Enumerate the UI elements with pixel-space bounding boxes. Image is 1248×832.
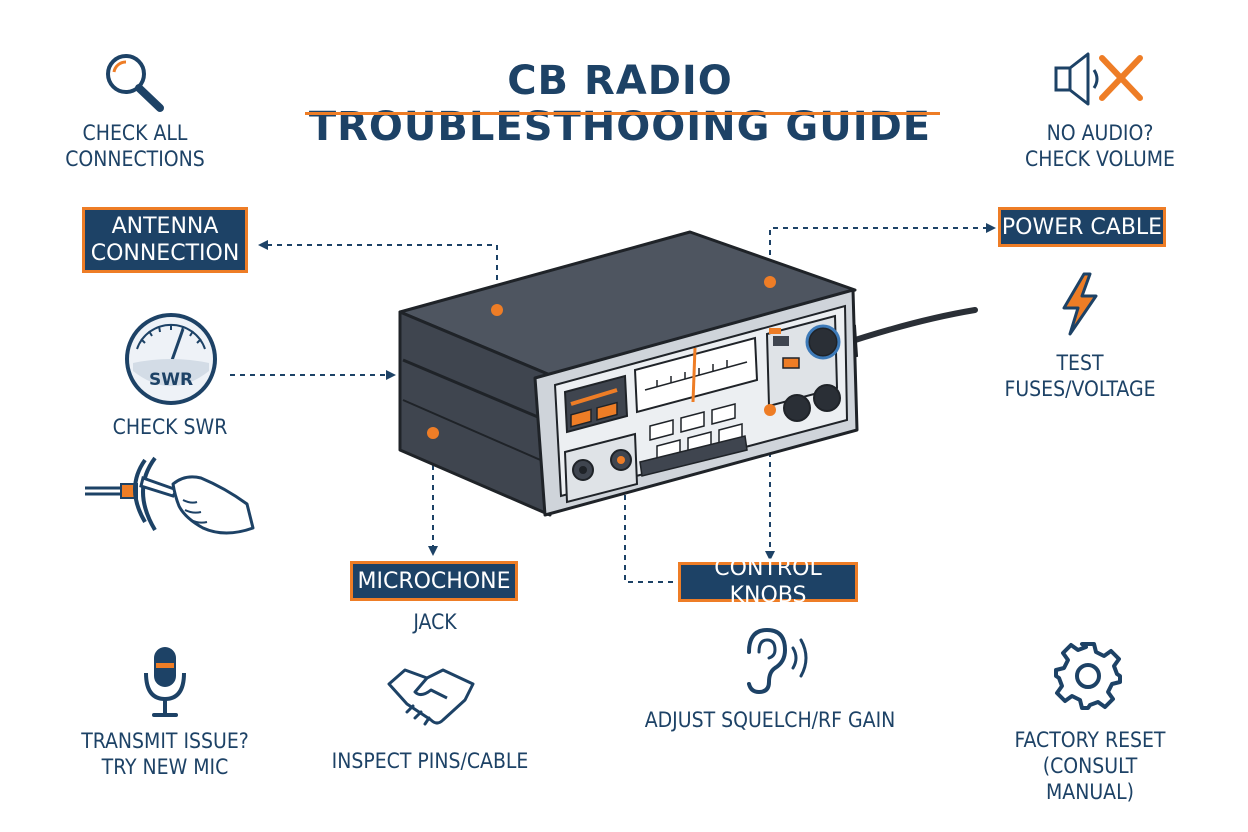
microphone-jack-sub: JACK <box>413 610 457 634</box>
tip-pins-label: INSPECT PINS/CABLE <box>331 749 529 773</box>
antenna-connection-tag: ANTENNA CONNECTION <box>82 207 248 273</box>
swr-meter-label: SWR <box>149 370 193 390</box>
speaker-mute-icon <box>1054 52 1143 106</box>
knobs-leader-left <box>624 465 676 583</box>
power-leader <box>769 227 990 285</box>
tip-reset-line1: FACTORY RESET <box>1014 728 1166 752</box>
tip-fuses: TEST FUSES/VOLTAGE <box>1000 350 1160 402</box>
tip-reset-line2: (CONSULT MANUAL) <box>1042 754 1138 804</box>
microphone-jack-tag: MICROCHONE <box>350 561 518 601</box>
tip-fuses-line1: TEST <box>1056 351 1104 375</box>
wrench-hand-icon <box>85 456 255 535</box>
page-title: CB RADIO TROUBLESTHOOING GUIDE <box>308 58 932 150</box>
tip-mic-line2: TRY NEW MIC <box>101 755 229 779</box>
antenna-tag-line2: CONNECTION <box>90 241 240 266</box>
tip-swr-label: CHECK SWR <box>112 415 228 439</box>
microphone-icon <box>144 647 186 717</box>
tip-audio-line2: CHECK VOLUME <box>1025 147 1175 171</box>
antenna-tag-line1: ANTENNA <box>111 214 219 239</box>
handshake-icon <box>387 668 475 726</box>
title-underline <box>305 112 940 115</box>
tip-audio: NO AUDIO? CHECK VOLUME <box>1020 120 1180 172</box>
tip-squelch-label: ADJUST SQUELCH/RF GAIN <box>644 708 896 732</box>
control-knobs-tag: CONTROL KNOBS <box>678 556 858 608</box>
cb-radio-illustration <box>398 230 978 517</box>
tip-audio-line1: NO AUDIO? <box>1046 121 1154 145</box>
lightning-icon <box>1062 272 1098 336</box>
gear-icon <box>1054 642 1122 710</box>
tip-connections: CHECK ALL CONNECTIONS <box>60 120 210 172</box>
tip-connections-line1: CHECK ALL <box>82 121 188 145</box>
magnifier-icon <box>106 54 164 112</box>
tip-connections-line2: CONNECTIONS <box>65 147 205 171</box>
power-cable-tag: POWER CABLE <box>998 207 1166 247</box>
swr-meter-icon: SWR <box>125 313 217 405</box>
ear-icon <box>747 627 808 695</box>
tip-reset: FACTORY RESET (CONSULT MANUAL) <box>1000 727 1180 805</box>
tip-mic: TRANSMIT ISSUE? TRY NEW MIC <box>70 728 260 780</box>
tip-fuses-line2: FUSES/VOLTAGE <box>1004 377 1156 401</box>
tip-mic-line1: TRANSMIT ISSUE? <box>81 729 249 753</box>
